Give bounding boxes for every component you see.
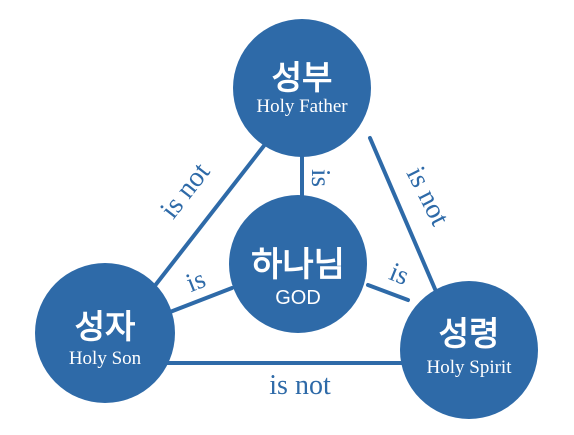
edge-father-son [148, 136, 272, 294]
edge-label-father-son: is not [154, 157, 216, 225]
edge-father-spirit [368, 136, 440, 298]
node-father-en-label: Holy Father [256, 96, 348, 117]
node-spirit: 성령 Holy Spirit [400, 281, 538, 419]
node-father-circle [233, 19, 371, 157]
node-son: 성자 Holy Son [35, 263, 175, 403]
node-god-circle [229, 195, 367, 333]
node-spirit-ko-label: 성령 [439, 314, 500, 353]
edge-label-son-spirit: is not [269, 370, 331, 401]
node-son-ko-label: 성자 [75, 307, 136, 346]
edge-label-spirit-god: is [385, 256, 413, 291]
edge-label-son-god: is [182, 263, 210, 298]
node-god-ko-label: 하나님 [251, 245, 345, 285]
edge-label-father-spirit: is not [400, 162, 456, 231]
node-father: 성부 Holy Father [233, 19, 371, 157]
node-spirit-circle [400, 281, 538, 419]
node-father-ko-label: 성부 [272, 58, 333, 97]
node-god: 하나님 GOD [229, 195, 367, 333]
node-spirit-en-label: Holy Spirit [427, 357, 513, 378]
edge-son-god [168, 286, 234, 314]
node-son-en-label: Holy Son [69, 348, 142, 369]
edge-spirit-god [366, 283, 410, 302]
node-god-en-label: GOD [275, 287, 321, 309]
node-son-circle [35, 263, 175, 403]
edge-label-father-god: is [306, 169, 336, 187]
